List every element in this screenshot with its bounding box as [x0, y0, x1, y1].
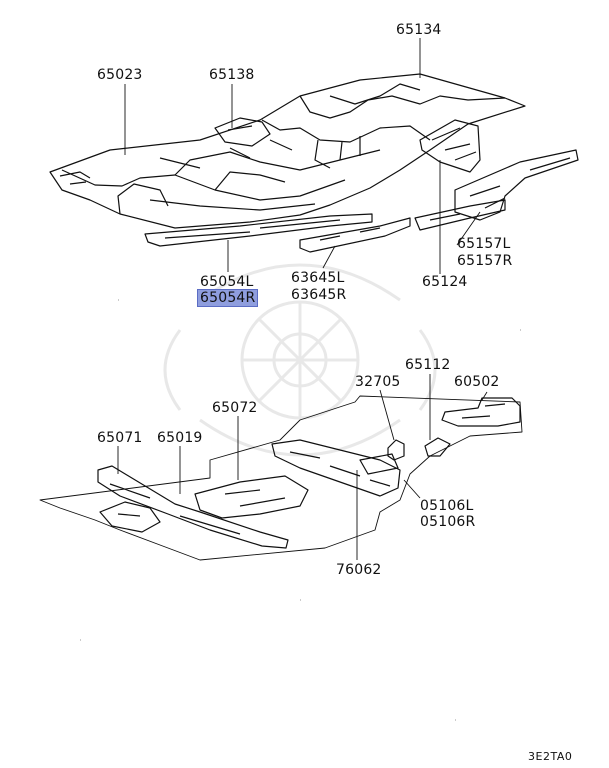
label-65134[interactable]: 65134 [396, 22, 442, 38]
leader-lines-lower [117, 374, 488, 560]
bracket-60502 [441, 397, 521, 427]
label-65054L[interactable]: 65054L [200, 274, 254, 290]
bracket-63645 [299, 217, 411, 253]
pad-76062 [359, 453, 399, 475]
rear-member-65124 [419, 119, 481, 173]
rear-frame-65157 [454, 149, 579, 221]
label-76062[interactable]: 76062 [336, 562, 382, 578]
part-32705 [387, 439, 405, 461]
scan-specks [80, 299, 521, 721]
label-65072[interactable]: 65072 [212, 400, 258, 416]
label-63645L[interactable]: 63645L [291, 270, 345, 286]
label-63645R[interactable]: 63645R [291, 287, 347, 303]
label-05106R[interactable]: 05106R [420, 514, 476, 530]
label-32705[interactable]: 32705 [355, 374, 401, 390]
crossmember-05106 [271, 439, 401, 497]
label-60502[interactable]: 60502 [454, 374, 500, 390]
label-05106L[interactable]: 05106L [420, 498, 474, 514]
watermark-emblem [163, 263, 437, 457]
label-65019[interactable]: 65019 [157, 430, 203, 446]
front-member-65071 [97, 465, 289, 549]
reinforcement-65072 [194, 475, 309, 519]
floor-pan-65023 [49, 73, 526, 229]
diagram-code: 3E2TA0 [528, 750, 573, 763]
floor-outline-lower [39, 395, 523, 561]
label-65157L[interactable]: 65157L [457, 236, 511, 252]
label-65071[interactable]: 65071 [97, 430, 143, 446]
reinforcement-65138 [214, 117, 271, 147]
part-65112 [424, 437, 451, 457]
label-65054R-highlighted[interactable]: 65054R [196, 289, 259, 307]
lower-rail-65124 [414, 199, 506, 231]
label-65124[interactable]: 65124 [422, 274, 468, 290]
label-65112[interactable]: 65112 [405, 357, 451, 373]
side-sill-65054 [144, 213, 373, 247]
label-65023[interactable]: 65023 [97, 67, 143, 83]
front-member-65019 [99, 501, 161, 533]
leader-lines-upper [124, 38, 481, 274]
label-65157R[interactable]: 65157R [457, 253, 513, 269]
label-65138[interactable]: 65138 [209, 67, 255, 83]
